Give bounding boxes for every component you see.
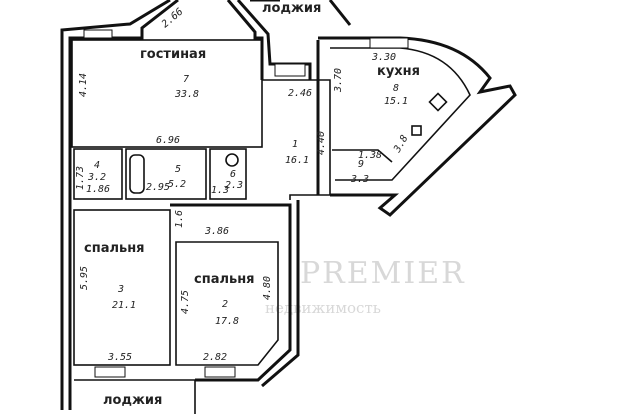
dim: 3.86 <box>204 226 229 237</box>
room-number-9: 9 <box>358 159 364 170</box>
dim: 1.86 <box>86 184 110 195</box>
room-area-living: 33.8 <box>174 89 199 100</box>
room-label-bedroom3: спальня <box>84 241 145 256</box>
room-area-bedroom3: 21.1 <box>112 300 136 311</box>
room-number-living: 7 <box>183 74 189 85</box>
room-label-kitchen: кухня <box>377 64 420 79</box>
dim: 3.55 <box>107 352 132 363</box>
dim: 4.75 <box>180 290 191 314</box>
dim: 2.46 <box>288 88 312 99</box>
room-number-bedroom2: 2 <box>222 299 228 310</box>
dim: 3.70 <box>333 68 344 93</box>
dim: 4.80 <box>262 276 273 300</box>
room-number-bath: 5 <box>175 164 181 175</box>
room-area-bath: 5.2 <box>168 179 186 190</box>
room-area-hall: 16.1 <box>285 155 309 166</box>
loggia-top-label: лоджия <box>262 1 321 16</box>
room-number-kitchen: 8 <box>393 83 399 94</box>
watermark-subtitle: недвижимость <box>265 299 381 317</box>
watermark-brand: PREMIER <box>300 256 466 291</box>
dim: 1.6 <box>174 210 185 228</box>
dim: 4.14 <box>78 73 89 97</box>
dim: 3.8 <box>392 133 411 155</box>
room-area-wc: 2.3 <box>225 180 243 191</box>
room-area-4: 3.2 <box>87 172 106 183</box>
dim: 3.30 <box>371 52 396 63</box>
dim: 1.3 <box>211 185 229 196</box>
room-number-hall: 1 <box>292 139 298 150</box>
dim: 1.38 <box>358 150 382 161</box>
room-number-bedroom3: 3 <box>117 284 124 295</box>
room-label-living: гостиная <box>140 47 206 62</box>
dim: 2.82 <box>203 352 227 363</box>
room-number-wc: 6 <box>230 169 236 180</box>
room-number-4: 4 <box>94 160 100 171</box>
room-area-bedroom2: 17.8 <box>215 316 239 327</box>
loggia-bottom-label: лоджия <box>103 393 162 408</box>
room-area-9: 3.3 <box>350 174 369 185</box>
dim: 1.73 <box>75 166 86 190</box>
dim: 2.95 <box>146 182 170 193</box>
dim: 6.96 <box>156 135 180 146</box>
dim: 5.95 <box>79 266 90 290</box>
walls <box>60 0 517 414</box>
room-area-kitchen: 15.1 <box>384 96 408 107</box>
room-label-bedroom2: спальня <box>194 272 255 287</box>
dim: 4.40 <box>316 131 327 155</box>
